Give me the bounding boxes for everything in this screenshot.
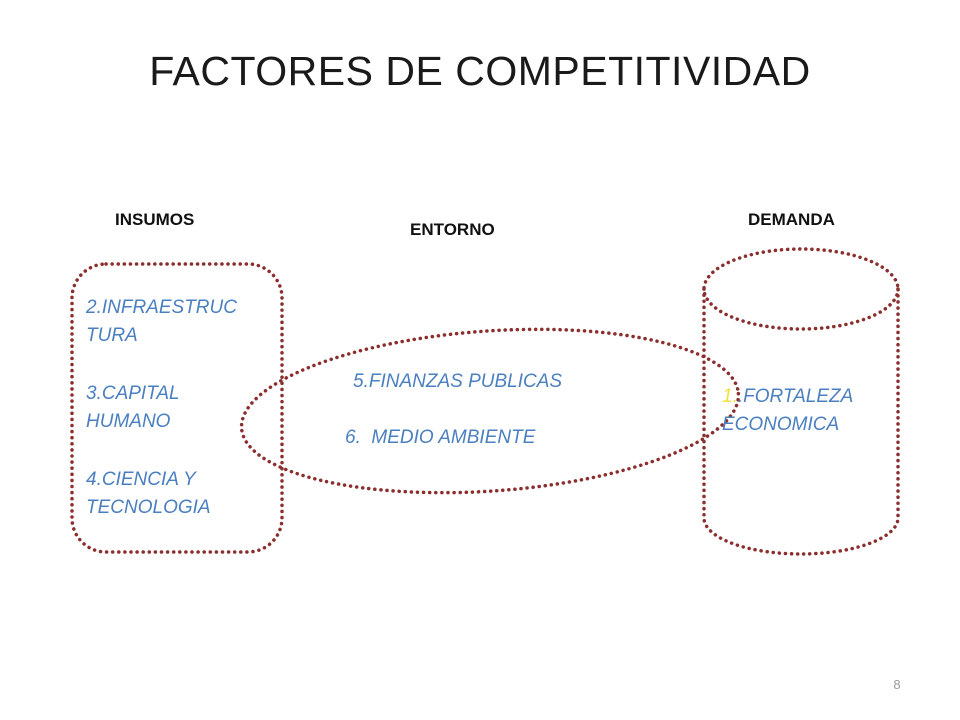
heading-insumos: INSUMOS xyxy=(115,210,195,229)
insumos-item-4-line1: 4.CIENCIA Y xyxy=(86,469,196,490)
demanda-cylinder xyxy=(702,247,900,556)
insumos-item-2-line1: 2.INFRAESTRUC xyxy=(86,297,237,318)
page-number: 8 xyxy=(893,677,901,692)
demanda-item-1-line2: ECONOMICA xyxy=(722,414,840,435)
insumos-item-3-line1: 3.CAPITAL xyxy=(86,383,180,404)
insumos-item-3-line2: HUMANO xyxy=(86,411,171,432)
demanda-item-1-line1: 1..FORTALEZA xyxy=(722,383,853,411)
demanda-item-1-label: .FORTALEZA xyxy=(737,386,854,407)
entorno-item-6: 6. MEDIO AMBIENTE xyxy=(345,427,536,448)
insumos-item-2-line2: TURA xyxy=(86,325,138,346)
entorno-ellipse xyxy=(239,327,741,495)
insumos-item-4-line2: TECNOLOGIA xyxy=(86,497,211,518)
demanda-item-1-number: 1. xyxy=(722,386,738,407)
entorno-item-5: 5.FINANZAS PUBLICAS xyxy=(353,371,563,392)
heading-entorno: ENTORNO xyxy=(410,220,495,239)
heading-demanda: DEMANDA xyxy=(748,210,835,229)
demanda-list: 1..FORTALEZA ECONOMICA xyxy=(722,383,853,439)
slide-title: FACTORES DE COMPETITIVIDAD xyxy=(149,48,811,94)
insumos-list: 2.INFRAESTRUC TURA 3.CAPITAL HUMANO 4.CI… xyxy=(86,294,237,522)
insumos-box xyxy=(70,262,284,554)
